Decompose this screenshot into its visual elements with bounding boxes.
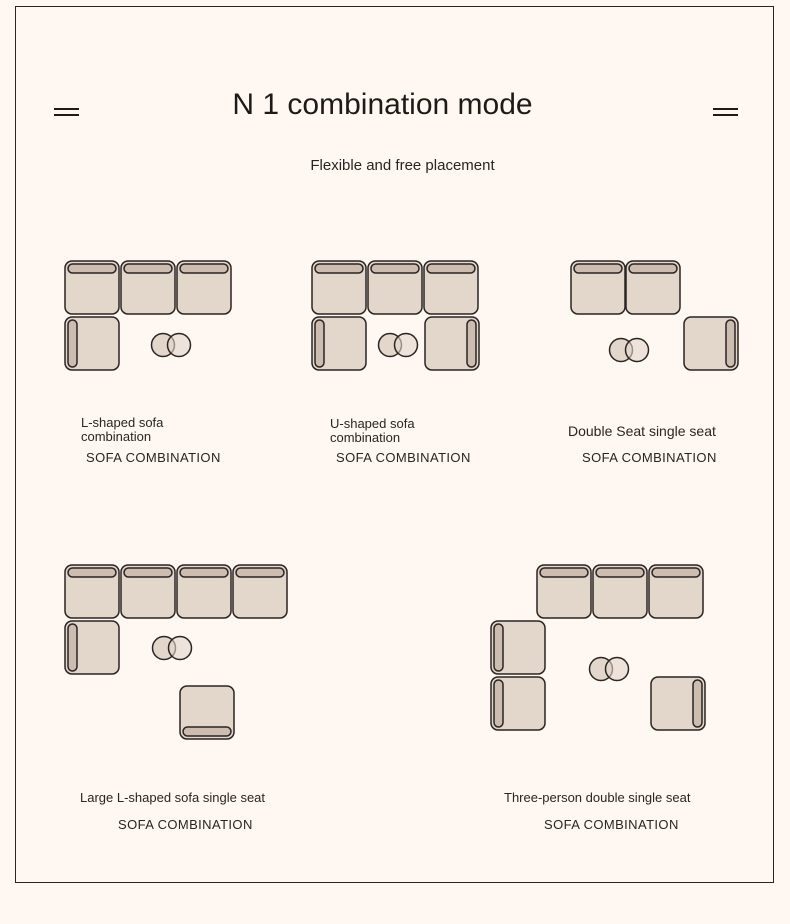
sofa-seat-module bbox=[120, 564, 176, 619]
sofa-seat-module bbox=[625, 260, 681, 315]
sofa-armrest bbox=[539, 567, 589, 578]
sofa-armrest bbox=[123, 263, 173, 274]
content-frame bbox=[15, 6, 774, 883]
sofa-armrest bbox=[692, 679, 703, 728]
sofa-seat-module bbox=[650, 676, 706, 731]
sofa-armrest bbox=[595, 567, 645, 578]
sofa-armrest bbox=[67, 623, 78, 672]
sofa-seat-module bbox=[423, 260, 479, 315]
sofa-seat-module bbox=[683, 316, 739, 371]
combination-3-caption: SOFA COMBINATION bbox=[582, 450, 717, 465]
round-coffee-table-icon bbox=[377, 332, 419, 358]
sofa-armrest bbox=[67, 567, 117, 578]
sofa-seat-module bbox=[176, 260, 232, 315]
sofa-seat-module bbox=[490, 676, 546, 731]
right-decor-lines-icon bbox=[713, 108, 738, 116]
sofa-armrest bbox=[493, 679, 504, 728]
sofa-armrest bbox=[426, 263, 476, 274]
sofa-seat-module bbox=[64, 316, 120, 371]
sofa-armrest bbox=[628, 263, 678, 274]
sofa-seat-module bbox=[536, 564, 592, 619]
sofa-seat-module bbox=[176, 564, 232, 619]
page-title: N 1 combination mode bbox=[232, 88, 533, 121]
sofa-armrest bbox=[179, 567, 229, 578]
name-line-2: combination bbox=[81, 429, 152, 444]
name-line-2: combination bbox=[330, 430, 401, 445]
name-line-1: U-shaped sofa bbox=[330, 416, 415, 431]
round-coffee-table-icon bbox=[588, 656, 630, 682]
combination-2-caption: SOFA COMBINATION bbox=[336, 450, 471, 465]
sofa-armrest bbox=[67, 263, 117, 274]
sofa-seat-module bbox=[648, 564, 704, 619]
sofa-armrest bbox=[725, 319, 736, 368]
sofa-armrest bbox=[314, 319, 325, 368]
sofa-seat-module bbox=[490, 620, 546, 675]
sofa-seat-module bbox=[232, 564, 288, 619]
sofa-armrest bbox=[466, 319, 477, 368]
round-coffee-table-icon bbox=[151, 635, 193, 661]
sofa-armrest bbox=[182, 726, 232, 737]
sofa-seat-module bbox=[64, 564, 120, 619]
combination-1-caption: SOFA COMBINATION bbox=[86, 450, 221, 465]
combination-3-name: Double Seat single seat bbox=[568, 423, 716, 439]
round-coffee-table-icon bbox=[608, 337, 650, 363]
sofa-seat-module bbox=[179, 685, 235, 740]
page-subtitle: Flexible and free placement bbox=[310, 157, 495, 174]
sofa-seat-module bbox=[64, 260, 120, 315]
sofa-armrest bbox=[651, 567, 701, 578]
sofa-armrest bbox=[314, 263, 364, 274]
sofa-armrest bbox=[179, 263, 229, 274]
round-coffee-table-icon bbox=[150, 332, 192, 358]
sofa-armrest bbox=[370, 263, 420, 274]
sofa-seat-module bbox=[570, 260, 626, 315]
sofa-armrest bbox=[67, 319, 78, 368]
sofa-seat-module bbox=[64, 620, 120, 675]
sofa-armrest bbox=[123, 567, 173, 578]
sofa-seat-module bbox=[367, 260, 423, 315]
sofa-armrest bbox=[493, 623, 504, 672]
sofa-armrest bbox=[235, 567, 285, 578]
sofa-seat-module bbox=[120, 260, 176, 315]
combination-4-caption: SOFA COMBINATION bbox=[118, 817, 253, 832]
left-decor-lines-icon bbox=[54, 108, 79, 116]
combination-5-name: Three-person double single seat bbox=[504, 790, 691, 805]
name-line-1: L-shaped sofa bbox=[81, 415, 164, 430]
sofa-seat-module bbox=[592, 564, 648, 619]
sofa-seat-module bbox=[424, 316, 480, 371]
sofa-armrest bbox=[573, 263, 623, 274]
combination-4-name: Large L-shaped sofa single seat bbox=[80, 790, 266, 805]
sofa-seat-module bbox=[311, 260, 367, 315]
sofa-seat-module bbox=[311, 316, 367, 371]
combination-5-caption: SOFA COMBINATION bbox=[544, 817, 679, 832]
